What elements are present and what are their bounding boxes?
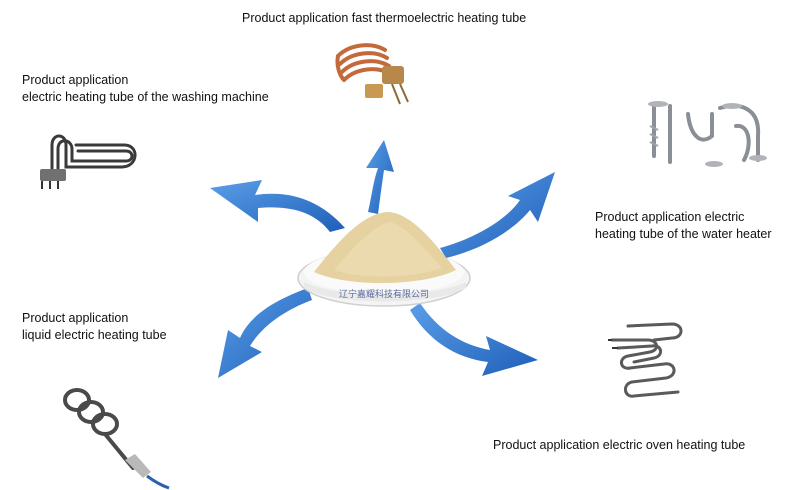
arrow-oven (410, 303, 538, 376)
label-liquid-line2: liquid electric heating tube (22, 328, 167, 342)
label-water-line1: Product application electric (595, 210, 745, 224)
arrow-liquid (218, 288, 312, 378)
liquid-heating-tube-image (63, 388, 170, 490)
arrow-washing-machine (210, 180, 345, 232)
arrow-water-heater (440, 172, 555, 258)
label-oven-heating-tube: Product application electric oven heatin… (493, 437, 745, 454)
washing-machine-tube-image (40, 134, 137, 189)
label-oven-text: Product application electric oven heatin… (493, 438, 746, 452)
plate-text: 辽宁嘉耀科技有限公司 (339, 288, 429, 300)
label-liquid-heating-tube: Product application liquid electric heat… (22, 310, 167, 344)
water-heater-tubes-image (648, 101, 767, 167)
label-fast-heating-tube: Product application fast thermoelectric … (242, 10, 526, 27)
powder-dish-image: 辽宁嘉耀科技有限公司 (297, 212, 471, 307)
arrow-fast-heating (366, 140, 394, 214)
label-liquid-line1: Product application (22, 311, 129, 325)
label-washing-line1: Product application (22, 73, 129, 87)
label-water-line2: heating tube of the water heater (595, 227, 772, 241)
oven-heating-tube-image (608, 322, 683, 398)
label-fast-heating-text: Product application fast thermoelectric … (242, 11, 527, 25)
label-washing-machine-tube: Product application electric heating tub… (22, 72, 269, 106)
label-water-heater-tube: Product application electric heating tub… (595, 209, 772, 243)
copper-heating-tube-image (335, 43, 409, 105)
label-washing-line2: electric heating tube of the washing mac… (22, 90, 269, 104)
